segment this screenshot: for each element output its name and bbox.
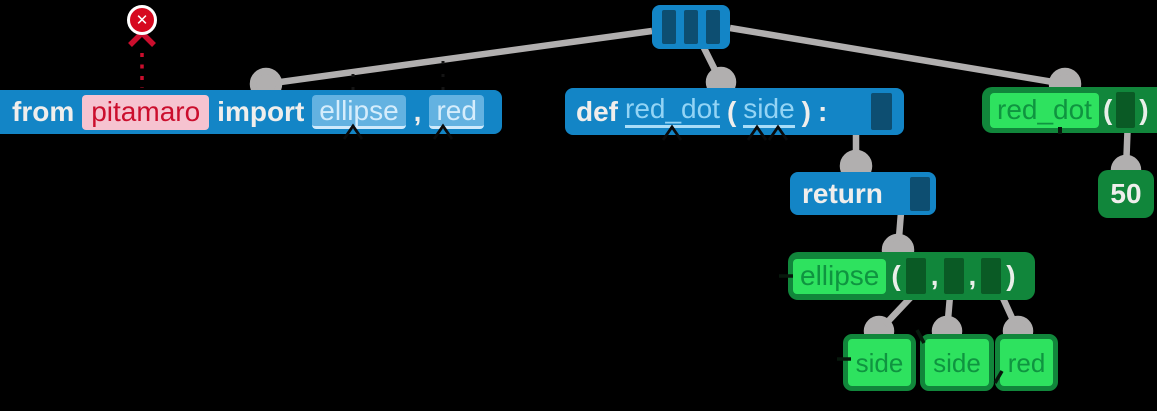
close-paren: )	[801, 95, 811, 127]
function-name[interactable]: red_dot	[625, 95, 720, 128]
error-badge[interactable]: ✕	[127, 5, 157, 35]
return-keyword: return	[802, 177, 883, 209]
error-arrow	[128, 29, 156, 88]
open-paren: (	[1102, 94, 1113, 125]
import-name-ellipse-chip[interactable]: ellipse	[312, 95, 406, 129]
number-literal-block[interactable]: 50	[1098, 170, 1154, 218]
argument-slot-1[interactable]	[905, 258, 926, 294]
close-paren: )	[1139, 94, 1149, 125]
error-x-icon: ✕	[135, 11, 149, 29]
ellipse-call-block[interactable]: ellipse ( , , )	[788, 252, 1035, 300]
colon: :	[818, 95, 828, 127]
edge-ellipse-to-arg3	[999, 294, 1021, 333]
argument-slot-2[interactable]	[943, 258, 964, 294]
comma: ,	[930, 260, 939, 291]
def-keyword: def	[576, 95, 618, 127]
argument-block-red[interactable]: red	[995, 334, 1058, 391]
edge-ellipse-to-arg2	[943, 295, 954, 332]
argument-label: red	[1007, 347, 1046, 378]
argument-label: side	[855, 347, 904, 378]
value-slot[interactable]	[910, 176, 930, 211]
argument-slot[interactable]	[1116, 92, 1136, 128]
argument-block-side-1[interactable]: side	[843, 334, 916, 391]
argument-block-side-2[interactable]: side	[920, 334, 994, 391]
callee-name-chip[interactable]: red_dot	[990, 92, 1099, 128]
body-slot[interactable]	[871, 93, 892, 130]
import-name-red-chip[interactable]: red	[429, 95, 484, 129]
edge-root-to-import	[265, 27, 653, 88]
open-paren: (	[726, 95, 737, 127]
root-slot[interactable]	[706, 10, 720, 44]
root-slot[interactable]	[662, 10, 676, 44]
root-slot[interactable]	[684, 10, 698, 44]
argument-label: side	[933, 347, 981, 378]
callee-name-chip[interactable]: ellipse	[793, 258, 887, 294]
root-node[interactable]	[652, 5, 730, 49]
edge-ellipse-to-arg1	[876, 293, 915, 334]
red-dot-call-block[interactable]: red_dot ( )	[982, 87, 1157, 133]
number-value: 50	[1110, 178, 1142, 209]
def-statement-block[interactable]: def red_dot ( side ) :	[565, 88, 904, 135]
close-paren: )	[1006, 260, 1016, 291]
return-statement-block[interactable]: return	[790, 172, 936, 215]
open-paren: (	[891, 260, 901, 291]
comma: ,	[968, 260, 977, 291]
edge-root-to-call	[729, 24, 1066, 88]
import-keyword: import	[217, 96, 305, 127]
comma-separator: ,	[413, 96, 422, 127]
edge-root-to-def	[700, 44, 724, 84]
parameter-name[interactable]: side	[743, 95, 795, 128]
from-keyword: from	[12, 96, 75, 127]
module-name-chip[interactable]: pitamaro	[82, 94, 210, 130]
import-statement-block[interactable]: from pitamaro import ellipse , red	[0, 90, 502, 134]
argument-slot-3[interactable]	[981, 258, 1002, 294]
